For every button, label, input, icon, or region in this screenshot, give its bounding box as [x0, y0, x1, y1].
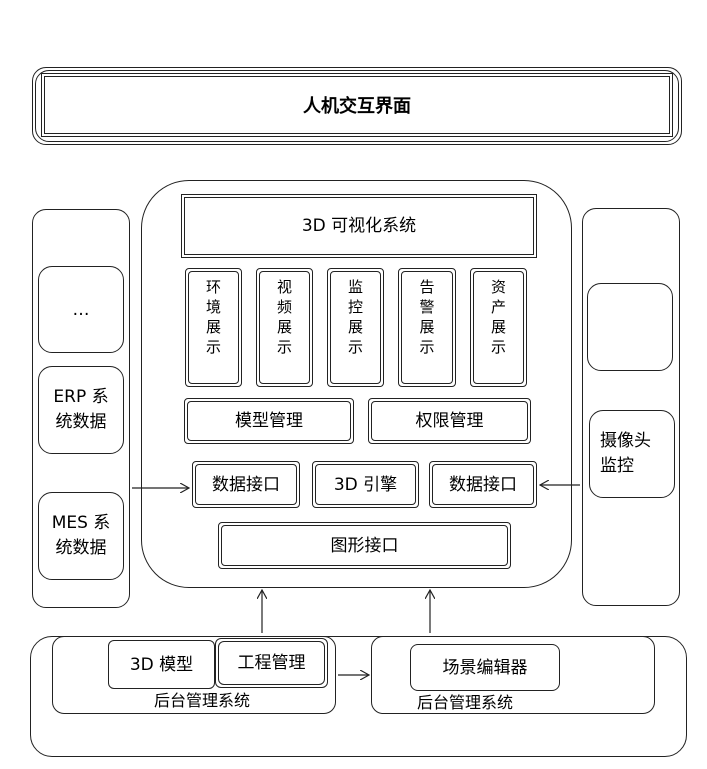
display-monitor-label: 监控展示 [347, 278, 363, 356]
display-alarm-box: 告警展示 [398, 268, 456, 387]
model-3d-box: 3D 模型 [108, 640, 215, 689]
erp-data-box: ERP 系统数据 [38, 366, 124, 454]
model-mgmt-box: 模型管理 [184, 398, 354, 444]
data-interface-left-label: 数据接口 [212, 474, 280, 495]
model-mgmt-label: 模型管理 [235, 411, 303, 431]
erp-data-label: ERP 系统数据 [53, 387, 109, 432]
data-interface-left-box: 数据接口 [192, 461, 300, 508]
engine-label: 3D 引擎 [333, 474, 398, 495]
display-env-box: 环境展示 [185, 268, 242, 387]
right-empty-box [587, 283, 673, 371]
display-env-label: 环境展示 [205, 278, 221, 356]
display-video-label: 视频展示 [276, 278, 292, 356]
data-interface-right-box: 数据接口 [429, 461, 537, 508]
mes-data-box: MES 系统数据 [38, 492, 124, 580]
source-more-label: … [72, 299, 90, 320]
source-more-box: … [38, 266, 124, 353]
perm-mgmt-box: 权限管理 [368, 398, 531, 444]
viz-title-box: 3D 可视化系统 [181, 194, 537, 258]
camera-monitor-label: 摄像头监控 [600, 431, 651, 476]
scene-editor-label: 场景编辑器 [442, 657, 528, 678]
model-3d-label: 3D 模型 [129, 654, 194, 675]
display-monitor-box: 监控展示 [327, 268, 384, 387]
right-source-panel [582, 208, 680, 606]
graphics-interface-label: 图形接口 [330, 535, 399, 556]
display-alarm-label: 告警展示 [419, 278, 435, 356]
camera-monitor-box: 摄像头监控 [589, 410, 675, 498]
backend-right-label: 后台管理系统 [417, 693, 514, 712]
mes-data-label: MES 系统数据 [51, 513, 111, 558]
engine-box: 3D 引擎 [312, 461, 419, 508]
project-mgmt-box: 工程管理 [215, 638, 328, 688]
backend-left-label: 后台管理系统 [154, 691, 251, 710]
display-asset-label: 资产展示 [490, 278, 506, 356]
hmi-box: 人机交互界面 [32, 67, 682, 145]
hmi-inner-box: 人机交互界面 [41, 73, 673, 137]
display-asset-box: 资产展示 [470, 268, 527, 387]
graphics-interface-box: 图形接口 [218, 522, 511, 569]
hmi-label: 人机交互界面 [303, 96, 411, 117]
perm-mgmt-label: 权限管理 [415, 411, 484, 431]
display-video-box: 视频展示 [256, 268, 313, 387]
project-mgmt-label: 工程管理 [237, 653, 306, 673]
scene-editor-box: 场景编辑器 [410, 644, 560, 691]
data-interface-right-label: 数据接口 [449, 474, 517, 495]
viz-title: 3D 可视化系统 [301, 216, 417, 236]
